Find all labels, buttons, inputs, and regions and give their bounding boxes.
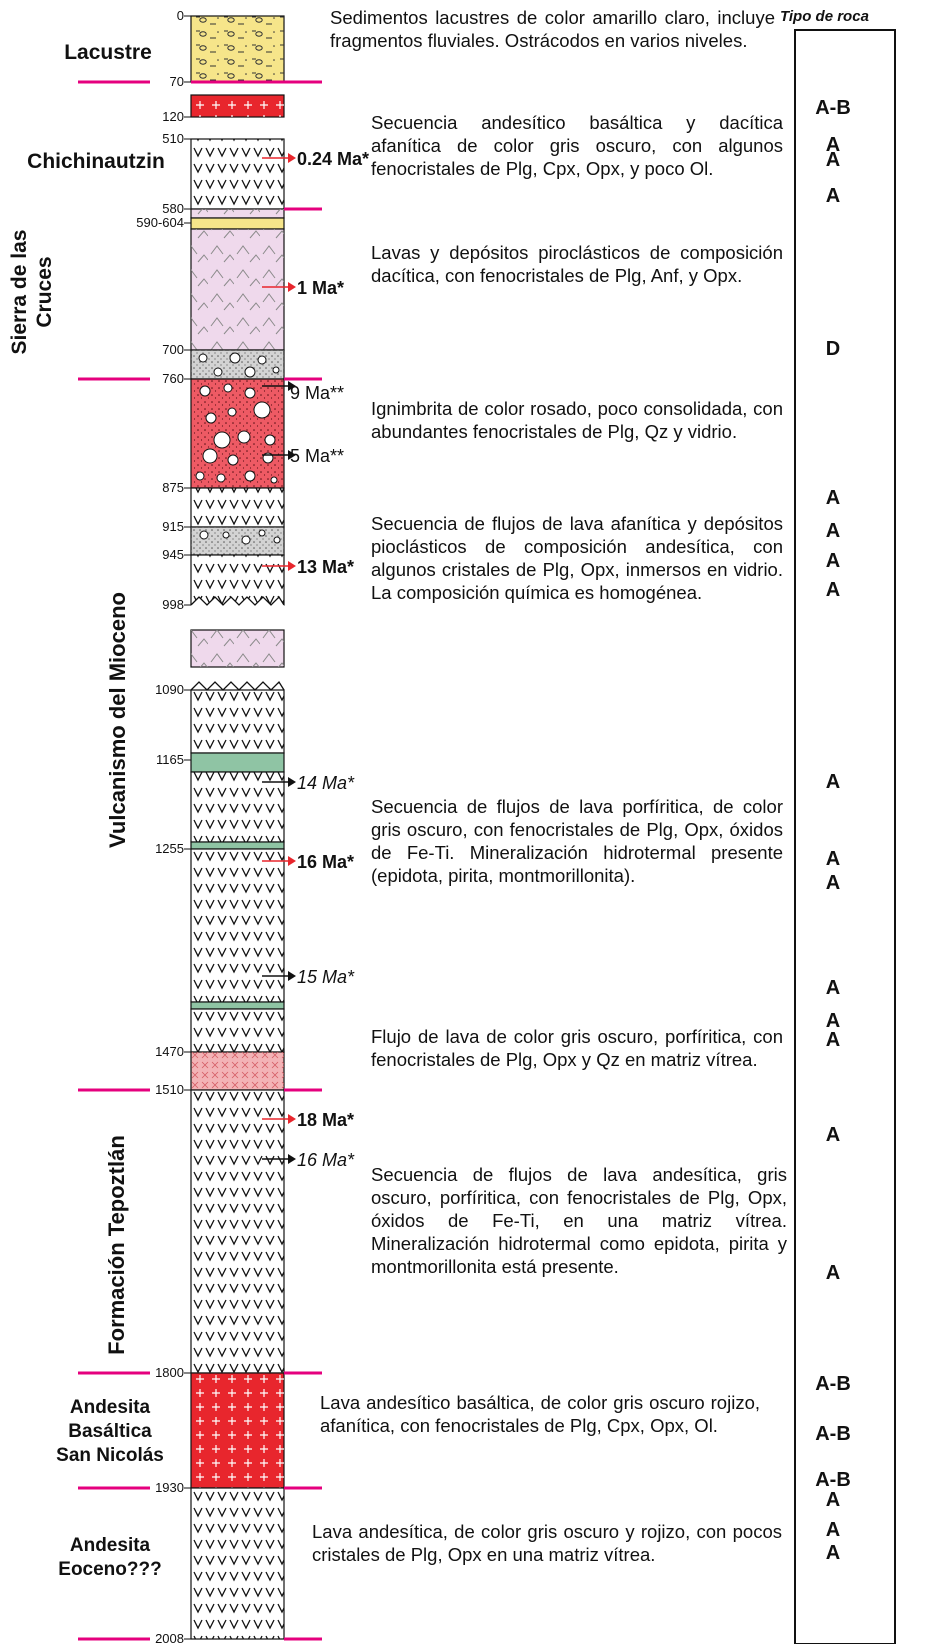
age-label-5: 14 Ma* xyxy=(297,773,355,793)
age-arrow-8 xyxy=(288,1114,296,1124)
rock-type-14: A xyxy=(803,1029,863,1052)
rock-type-7: A xyxy=(803,550,863,573)
age-label-1: 1 Ma* xyxy=(297,278,344,298)
depth-label-1470: 1470 xyxy=(155,1044,184,1059)
unit-label-chichinautzin: Chichinautzin xyxy=(8,150,184,174)
rock-type-16: A xyxy=(803,1262,863,1285)
depth-label-945: 945 xyxy=(162,547,184,562)
age-arrow-7 xyxy=(288,971,296,981)
age-label-3: 5 Ma** xyxy=(290,446,344,466)
description-san-nicolas: Lava andesítico basáltica, de color gris… xyxy=(320,1391,760,1437)
rock-type-11: A xyxy=(803,872,863,895)
depth-label-1930: 1930 xyxy=(155,1480,184,1495)
description-chichinautzin: Secuencia andesítico basáltica y dacític… xyxy=(371,111,783,180)
depth-label-70: 70 xyxy=(170,74,184,89)
depth-label-510: 510 xyxy=(162,131,184,146)
depth-label-1800: 1800 xyxy=(155,1365,184,1380)
depth-label-120: 120 xyxy=(162,109,184,124)
description-andesitic-flows: Secuencia de flujos de lava afanítica y … xyxy=(371,512,783,604)
unit-label-formacion-tepoztlan: Formación Tepoztlán xyxy=(104,1105,130,1385)
rock-type-0: A-B xyxy=(803,97,863,120)
age-arrow-5 xyxy=(288,777,296,787)
age-label-7: 15 Ma* xyxy=(297,967,355,987)
depth-label-915: 915 xyxy=(162,519,184,534)
depth-label-580: 580 xyxy=(162,201,184,216)
rock-type-9: A xyxy=(803,771,863,794)
description-eoceno: Lava andesítica, de color gris oscuro y … xyxy=(312,1520,782,1566)
age-label-4: 13 Ma* xyxy=(297,557,354,577)
rock-type-5: A xyxy=(803,487,863,510)
age-label-8: 18 Ma* xyxy=(297,1110,354,1130)
age-label-2: 9 Ma** xyxy=(290,383,344,403)
depth-label-1165: 1165 xyxy=(156,752,184,767)
depth-label-1090: 1090 xyxy=(155,682,184,697)
rock-type-12: A xyxy=(803,977,863,1000)
depth-label-2008: 2008 xyxy=(155,1631,184,1644)
depth-label-1255: 1255 xyxy=(155,841,184,856)
rock-type-17: A-B xyxy=(803,1373,863,1396)
depth-label-760: 760 xyxy=(162,371,184,386)
description-porphyritic-sequence: Secuencia de flujos de lava porfíritica,… xyxy=(371,795,783,887)
description-dacite: Lavas y depósitos piroclásticos de compo… xyxy=(371,241,783,287)
rock-type-15: A xyxy=(803,1124,863,1147)
rock-type-20: A xyxy=(803,1489,863,1512)
layer-green-band-2 xyxy=(191,842,284,849)
age-arrow-6 xyxy=(288,856,296,866)
rock-type-6: A xyxy=(803,520,863,543)
layer-green-band-3 xyxy=(191,1002,284,1009)
stratigraphic-column xyxy=(191,16,284,1639)
rock-type-4: D xyxy=(803,338,863,361)
age-label-9: 16 Ma* xyxy=(297,1150,355,1170)
rock-type-3: A xyxy=(803,185,863,208)
layer-green-band-1 xyxy=(191,753,284,772)
depth-label-1510: 1510 xyxy=(155,1082,184,1097)
depth-label-590-604: 590-604 xyxy=(136,215,184,230)
depth-label-998: 998 xyxy=(162,597,184,612)
rock-type-column xyxy=(795,30,895,1644)
description-lacustrine: Sedimentos lacustres de color amarillo c… xyxy=(330,6,775,52)
rock-type-18: A-B xyxy=(803,1423,863,1446)
layer-yellow-thin xyxy=(191,218,284,229)
description-ignimbrite: Ignimbrita de color rosado, poco consoli… xyxy=(371,397,783,443)
rock-type-10: A xyxy=(803,848,863,871)
age-arrow-1 xyxy=(288,282,296,292)
rock-type-22: A xyxy=(803,1542,863,1565)
age-arrow-4 xyxy=(288,561,296,571)
age-label-0: 0.24 Ma* xyxy=(297,149,369,169)
unit-label-lacustre: Lacustre xyxy=(58,41,158,65)
age-arrow-9 xyxy=(288,1154,296,1164)
rock-type-header: Tipo de roca xyxy=(780,8,869,25)
description-porphyritic-flow: Flujo de lava de color gris oscuro, porf… xyxy=(371,1025,783,1071)
rock-type-21: A xyxy=(803,1519,863,1542)
depth-label-700: 700 xyxy=(162,342,184,357)
unit-label-vulcanismo-mioceno: Vulcanismo del Mioceno xyxy=(105,570,131,870)
age-label-6: 16 Ma* xyxy=(297,852,354,872)
age-arrow-0 xyxy=(288,153,296,163)
rock-type-8: A xyxy=(803,579,863,602)
rock-type-2: A xyxy=(803,149,863,172)
description-tepoztlan: Secuencia de flujos de lava andesítica, … xyxy=(371,1163,787,1278)
depth-label-0: 0 xyxy=(177,8,184,23)
depth-label-875: 875 xyxy=(162,480,184,495)
